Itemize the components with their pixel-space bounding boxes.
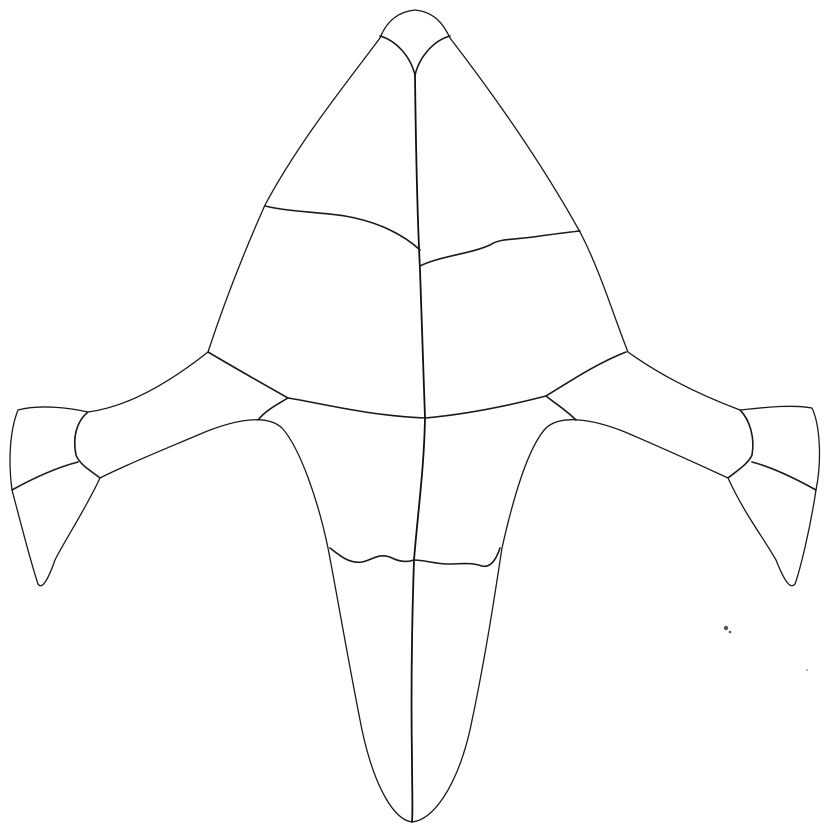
- head-plate-left: [380, 36, 415, 75]
- right-shoulder-line: [546, 352, 626, 396]
- right-wing-cross: [752, 462, 816, 490]
- left-shoulder-line: [208, 352, 288, 398]
- right-wing-divider: [728, 410, 753, 478]
- speck: [729, 631, 732, 634]
- body-outline: [10, 10, 819, 822]
- speck: [806, 669, 808, 671]
- left-wing-cross: [12, 462, 78, 490]
- middle-suture: [288, 396, 546, 418]
- head-plate-right: [415, 36, 450, 75]
- left-wing-divider: [75, 412, 100, 478]
- left-shoulder-notch: [258, 398, 288, 420]
- upper-suture-right: [420, 231, 580, 266]
- right-shoulder-notch: [546, 396, 576, 420]
- upper-suture-left: [265, 206, 420, 250]
- speck: [724, 626, 728, 630]
- midline: [412, 75, 425, 822]
